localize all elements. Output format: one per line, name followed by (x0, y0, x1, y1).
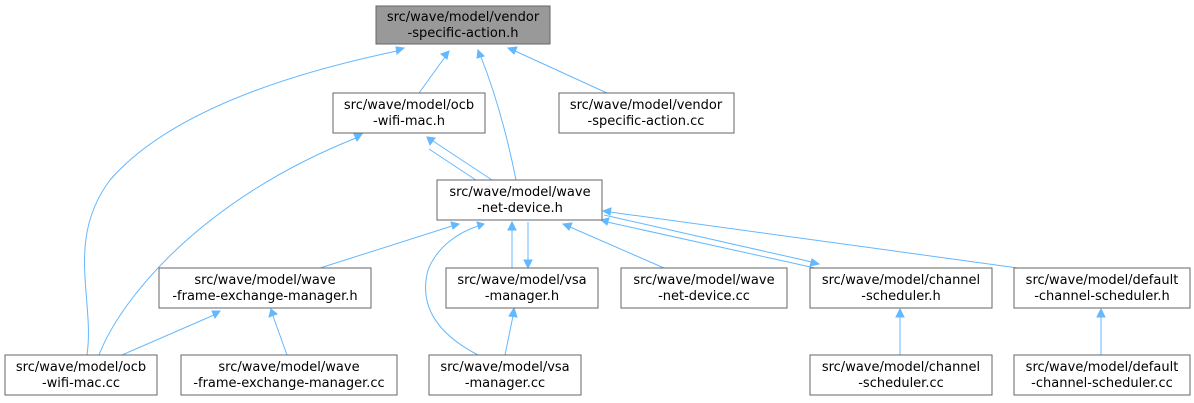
arrowhead (476, 221, 485, 230)
node-default-channel-scheduler-cc[interactable]: src/wave/model/default -channel-schedule… (1013, 354, 1191, 396)
arrowhead (601, 207, 612, 216)
node-label: -net-device.h (477, 201, 563, 216)
edge-vendor-specific-action-cc-to-vendor-specific-action-h (514, 50, 608, 94)
nodes: src/wave/model/vendor -specific-action.h… (4, 5, 1191, 396)
node-label: -specific-action.cc (588, 114, 705, 129)
node-label: src/wave/model/vendor (387, 10, 540, 25)
node-wave-net-device-h[interactable]: src/wave/model/wave -net-device.h (436, 179, 603, 221)
node-label: src/wave/model/wave (633, 273, 774, 288)
arrowhead (476, 48, 485, 59)
node-label: src/wave/model/default (1026, 360, 1179, 375)
edge-frame-exchange-manager-cc-to-frame-exchange-manager-h (272, 315, 288, 356)
edge-vsa-manager-cc-to-wave-net-device-h (425, 225, 479, 356)
node-vsa-manager-cc[interactable]: src/wave/model/vsa -manager.cc (428, 354, 582, 396)
arrowhead (561, 222, 573, 231)
edges (84, 46, 1106, 356)
edge-wave-net-device-h-to-channel-scheduler-h (603, 214, 813, 263)
arrowhead (440, 50, 450, 60)
arrowhead (353, 133, 363, 143)
node-label: -scheduler.h (861, 289, 940, 304)
node-wave-frame-exchange-manager-cc[interactable]: src/wave/model/wave -frame-exchange-mana… (180, 354, 398, 396)
node-label: -frame-exchange-manager.h (172, 289, 357, 304)
arrowhead (599, 217, 610, 226)
edge-ocb-wifi-mac-cc-to-frame-exchange-manager-h (121, 314, 215, 356)
node-label: -net-device.cc (658, 289, 750, 304)
edge-frame-exchange-manager-h-to-wave-net-device-h (319, 225, 453, 269)
edge-ocb-wifi-mac-cc-to-ocb-wifi-mac-h (98, 137, 357, 356)
node-ocb-wifi-mac-h[interactable]: src/wave/model/ocb -wifi-mac.h (332, 92, 486, 134)
edge-vsa-manager-cc-to-vsa-manager-h (504, 315, 514, 356)
node-label: src/wave/model/vsa (457, 273, 586, 288)
node-vendor-specific-action-cc[interactable]: src/wave/model/vendor -specific-action.c… (558, 92, 735, 134)
node-label: src/wave/model/wave (449, 185, 590, 200)
arrowhead (395, 46, 406, 55)
node-label: src/wave/model/vendor (570, 98, 723, 113)
edge-ocb-wifi-mac-cc-to-vendor-specific-action-h (84, 50, 398, 356)
arrowhead (506, 46, 518, 55)
node-label: src/wave/model/channel (822, 360, 980, 375)
node-label: -manager.cc (465, 376, 545, 391)
arrowhead (508, 306, 518, 318)
arrowhead (450, 221, 461, 230)
arrowhead (523, 259, 533, 270)
node-label: -frame-exchange-manager.cc (193, 376, 384, 391)
edge-channel-scheduler-h-to-wave-net-device-h (606, 221, 816, 269)
node-label: src/wave/model/ocb (16, 360, 146, 375)
node-label: src/wave/model/ocb (344, 98, 474, 113)
node-wave-net-device-cc[interactable]: src/wave/model/wave -net-device.cc (620, 267, 788, 309)
node-label: -wifi-mac.cc (42, 376, 120, 391)
arrowhead (426, 136, 436, 147)
node-label: -specific-action.h (408, 26, 519, 41)
node-label: src/wave/model/wave (218, 360, 359, 375)
node-channel-scheduler-h[interactable]: src/wave/model/channel -scheduler.h (809, 267, 993, 309)
node-channel-scheduler-cc[interactable]: src/wave/model/channel -scheduler.cc (809, 354, 993, 396)
arrowhead (809, 258, 821, 267)
arrowhead (507, 220, 517, 231)
node-label: src/wave/model/vsa (440, 360, 569, 375)
edge-wave-net-device-h-to-ocb-wifi-mac-h (432, 140, 493, 181)
node-label: -channel-scheduler.cc (1031, 376, 1173, 391)
node-label: src/wave/model/wave (194, 273, 335, 288)
edge-default-channel-scheduler-h-to-wave-net-device-h (609, 211, 1019, 269)
node-vsa-manager-h[interactable]: src/wave/model/vsa -manager.h (445, 267, 599, 309)
arrowhead (211, 310, 221, 320)
node-ocb-wifi-mac-cc[interactable]: src/wave/model/ocb -wifi-mac.cc (4, 354, 158, 396)
edge-wave-net-device-h-to-vendor-specific-action-h (480, 56, 517, 181)
edge-wave-net-device-cc-to-wave-net-device-h (569, 226, 665, 269)
node-label: -channel-scheduler.h (1034, 289, 1170, 304)
node-label: src/wave/model/channel (822, 273, 980, 288)
node-label: -scheduler.cc (858, 376, 944, 391)
arrowhead (268, 308, 278, 318)
node-label: -manager.h (485, 289, 559, 304)
node-wave-frame-exchange-manager-h[interactable]: src/wave/model/wave -frame-exchange-mana… (158, 267, 372, 309)
node-label: src/wave/model/default (1026, 273, 1179, 288)
edge-ocb-wifi-mac-h-to-vendor-specific-action-h (418, 56, 446, 94)
arrowhead (895, 307, 905, 318)
node-vendor-specific-action-h[interactable]: src/wave/model/vendor -specific-action.h (375, 5, 551, 45)
node-default-channel-scheduler-h[interactable]: src/wave/model/default -channel-schedule… (1013, 267, 1191, 309)
arrowhead (1096, 307, 1106, 318)
node-label: -wifi-mac.h (373, 114, 445, 129)
